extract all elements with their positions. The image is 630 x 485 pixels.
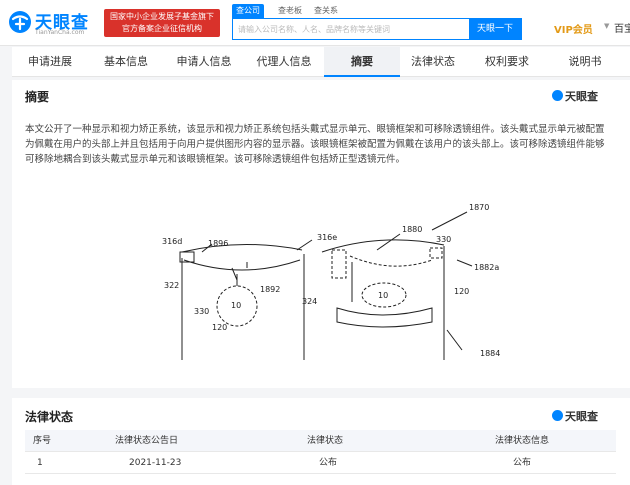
search-box: 天眼一下 <box>232 18 522 40</box>
left-leader-lines <box>231 262 248 281</box>
tianyancha-logo-icon <box>552 410 563 421</box>
tab-basic-info[interactable]: 基本信息 <box>104 55 148 68</box>
site-header: 天眼查 TianYanCha.com 国家中小企业发展子基金旗下 官方备案企业征… <box>0 0 630 46</box>
tab-application-progress[interactable]: 申请进展 <box>28 55 72 68</box>
leader-1880 <box>376 233 401 251</box>
chevron-down-icon[interactable]: ▼ <box>604 22 610 30</box>
patent-nav-tabs: 申请进展 基本信息 申请人信息 代理人信息 摘要 法律状态 权利要求 说明书 <box>12 47 630 77</box>
tab-specification[interactable]: 说明书 <box>568 55 602 68</box>
search-input[interactable] <box>233 19 469 39</box>
search-tab-company[interactable]: 查公司 <box>232 4 264 18</box>
search-tab-relation[interactable]: 查关系 <box>314 6 338 15</box>
fig-label-330-left: 330 <box>194 307 209 316</box>
patent-drawing: 1870 1880 330 1882a 120 1884 316d 1896 3… <box>32 190 617 382</box>
fig-label-1896: 1896 <box>208 239 228 248</box>
right-dashed-clip <box>429 247 443 259</box>
leader-316e <box>296 239 313 251</box>
fig-label-316d: 316d <box>162 237 182 246</box>
abstract-text: 本文公开了一种显示和视力矫正系统，该显示和视力矫正系统包括头戴式显示单元、眼镜框… <box>25 124 605 165</box>
removable-lens <box>336 307 433 328</box>
fig-label-10-right: 10 <box>378 291 388 300</box>
gov-badge-line1: 国家中小企业发展子基金旗下 <box>110 12 214 21</box>
right-dashed-hinge <box>331 249 347 279</box>
tab-agent-info[interactable]: 代理人信息 <box>256 55 312 68</box>
tab-claims[interactable]: 权利要求 <box>485 55 529 68</box>
legal-status-table: 序号 法律状态公告日 法律状态 法律状态信息 1 2021-11-23 公布 公… <box>25 430 616 474</box>
leader-1884 <box>446 329 463 351</box>
tianyancha-logo-icon <box>552 90 563 101</box>
legal-status-title: 法律状态 <box>25 410 74 424</box>
site-logo[interactable]: 天眼查 TianYanCha.com <box>8 8 98 38</box>
left-frame-top <box>181 244 303 253</box>
row-date: 2021-11-23 <box>129 458 182 468</box>
logo-subtext: TianYanCha.com <box>35 29 85 36</box>
search-button[interactable]: 天眼一下 <box>469 19 521 39</box>
row-info: 公布 <box>513 458 532 468</box>
tab-applicant-info[interactable]: 申请人信息 <box>176 55 232 68</box>
right-dashed-lens <box>349 255 433 267</box>
abstract-title: 摘要 <box>25 90 50 104</box>
legal-status-section: 法律状态 天眼查 序号 法律状态公告日 法律状态 法律状态信息 1 2021-1… <box>12 398 630 485</box>
row-status: 公布 <box>319 458 338 468</box>
gov-badge-line2: 官方备案企业征信机构 <box>122 24 202 33</box>
fig-label-316e: 316e <box>317 233 337 242</box>
fig-label-322: 322 <box>164 281 179 290</box>
row-no: 1 <box>37 458 43 468</box>
fig-label-1884: 1884 <box>480 349 500 358</box>
patent-figure-svg: 1870 1880 330 1882a 120 1884 316d 1896 3… <box>162 203 500 360</box>
abstract-section: 摘要 天眼查 本文公开了一种显示和视力矫正系统，该显示和视力矫正系统包括头戴式显… <box>12 80 630 388</box>
left-eye-circle <box>216 285 258 327</box>
abstract-brand: 天眼查 <box>552 88 598 104</box>
fig-label-1870: 1870 <box>469 203 489 212</box>
column-header-date: 法律状态公告日 <box>115 436 179 446</box>
search-tab-boss[interactable]: 查老板 <box>278 6 302 15</box>
left-lens-curve <box>183 259 301 271</box>
tab-abstract[interactable]: 摘要 <box>324 47 400 77</box>
legal-brand-text: 天眼查 <box>565 410 598 423</box>
fig-label-120-left: 120 <box>212 323 227 332</box>
abstract-brand-text: 天眼查 <box>565 90 598 103</box>
column-header-status: 法律状态 <box>307 436 344 446</box>
left-hinge <box>179 251 195 263</box>
fig-label-1882a: 1882a <box>474 263 499 272</box>
table-row: 1 2021-11-23 公布 公布 <box>25 452 616 474</box>
fig-label-324: 324 <box>302 297 317 306</box>
table-header-row: 序号 法律状态公告日 法律状态 法律状态信息 <box>25 430 616 452</box>
vip-member-link[interactable]: VIP会员 <box>554 25 593 36</box>
more-menu[interactable]: 百宝 <box>614 24 630 35</box>
column-header-info: 法律状态信息 <box>495 436 550 446</box>
fig-label-10-left: 10 <box>231 301 241 310</box>
logo-text: 天眼查 <box>35 13 89 33</box>
right-eye-circle <box>361 282 407 308</box>
fig-label-330-right: 330 <box>436 235 451 244</box>
leader-316d <box>201 243 213 253</box>
fig-label-120-right: 120 <box>454 287 469 296</box>
tianyancha-logo-icon <box>9 11 31 33</box>
column-header-no: 序号 <box>33 436 52 446</box>
fig-label-1880: 1880 <box>402 225 422 234</box>
fig-label-1892: 1892 <box>260 285 280 294</box>
tab-legal-status[interactable]: 法律状态 <box>411 55 455 68</box>
gov-badge: 国家中小企业发展子基金旗下 官方备案企业征信机构 <box>104 9 220 37</box>
leader-1870 <box>431 211 468 231</box>
right-frame-top <box>321 239 445 253</box>
legal-brand: 天眼查 <box>552 408 598 424</box>
leader-1882a <box>456 259 473 267</box>
